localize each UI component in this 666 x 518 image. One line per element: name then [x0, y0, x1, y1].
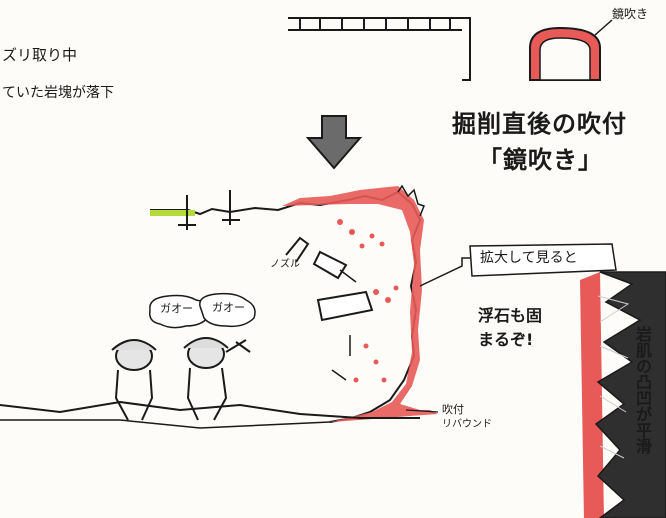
face-shotcrete-callout: 鏡吹き [612, 7, 649, 21]
worker1-speech: ガオー [160, 302, 193, 315]
speech-bubbles [148, 292, 256, 329]
workers [111, 337, 251, 421]
tunnel-section [0, 184, 438, 429]
worker2-speech: ガオー [212, 301, 245, 314]
rebound-pointer [405, 409, 439, 413]
drop-note-line2: ていた岩塊が落下 [2, 85, 114, 101]
nozzle-label: ノズル [270, 259, 300, 270]
drop-note-line1: ズリ取り中 [2, 46, 78, 64]
side-note: 岩肌の凸凹が平滑 [633, 326, 652, 454]
spray-nozzles [285, 219, 399, 383]
rock-surface-detail [580, 271, 666, 518]
loose-rock-note: 浮石も固まるぞ! [478, 306, 543, 349]
enlarge-pointer [419, 257, 470, 287]
rebound-note-line2: リバウンド [442, 419, 492, 430]
enlarge-bubble [469, 243, 617, 277]
heading-line2: 「鏡吹き」 [478, 146, 603, 174]
down-arrow [305, 115, 363, 170]
face-shotcrete-icon [529, 19, 613, 81]
heading-line1: 掘削直後の吹付 [452, 110, 627, 138]
support-rail [288, 17, 471, 81]
enlarge-note: 拡大して見ると [480, 250, 578, 266]
rebound-note-line1: 吹付 [442, 403, 464, 416]
